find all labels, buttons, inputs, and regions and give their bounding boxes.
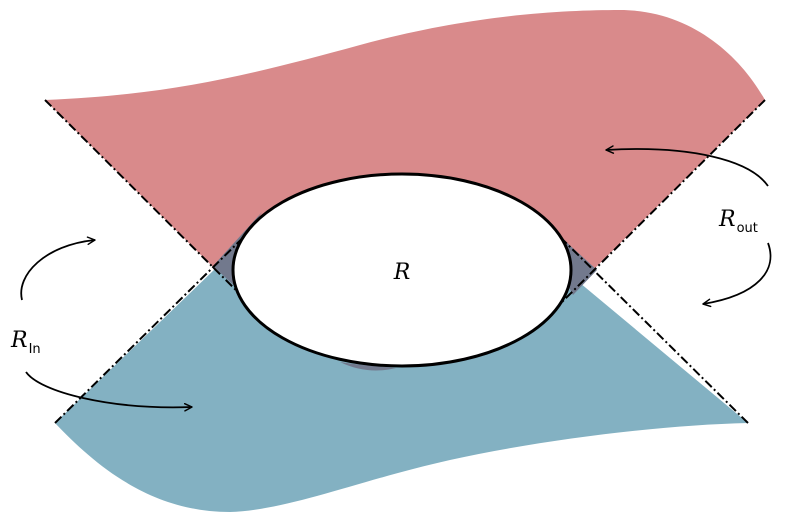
label-incoming-sub: In <box>29 342 41 357</box>
incoming-arrow-bottom <box>25 371 193 412</box>
label-outgoing-main: R <box>718 207 736 232</box>
label-outgoing: Rout <box>718 207 758 236</box>
label-incoming-main: R <box>10 328 28 353</box>
light-cone-line-lower-right <box>555 232 749 424</box>
incoming-arrow-top <box>20 236 96 301</box>
overlap-wedge-bottom <box>340 362 396 371</box>
label-outgoing-sub: out <box>737 221 758 236</box>
outgoing-arrow-top <box>605 145 769 187</box>
light-cone-line-lower-left <box>54 218 263 424</box>
region-ellipse <box>231 172 573 368</box>
incoming-region <box>55 269 748 512</box>
outgoing-arrow-bottom <box>702 242 772 308</box>
label-incoming: RIn <box>10 328 41 357</box>
light-cone-line-upper-right <box>561 99 766 303</box>
label-region: R <box>393 260 411 285</box>
light-cone-line-upper-left <box>44 99 263 317</box>
outgoing-region <box>45 10 765 283</box>
